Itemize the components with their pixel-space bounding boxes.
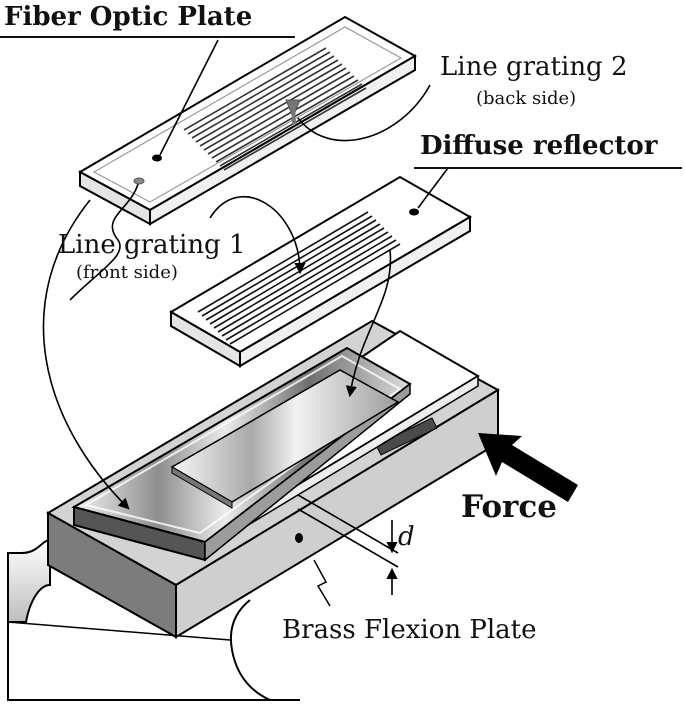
label-force: Force [461, 489, 557, 525]
reflector-grating-lines [197, 211, 401, 345]
label-fiber-optic-plate: Fiber Optic Plate [4, 2, 253, 32]
fiber-optic-plate [77, 15, 418, 226]
underline-diffuse-reflector [414, 167, 682, 169]
label-back-side: (back side) [476, 88, 577, 109]
label-diffuse-reflector: Diffuse reflector [420, 131, 658, 161]
assembled-plate [71, 346, 412, 562]
label-line-grating-1: Line grating 1 [58, 230, 246, 260]
label-brass-flexion-plate: Brass Flexion Plate [282, 615, 537, 645]
diffuse-reflector-plate [169, 175, 472, 368]
base-stage [7, 538, 300, 701]
label-front-side: (front side) [76, 262, 178, 283]
leader-lines [42, 39, 449, 595]
fiber-plate-grating-lines [183, 47, 367, 171]
label-line-grating-2: Line grating 2 [440, 52, 628, 82]
label-d: d [398, 522, 415, 552]
underline-fiber-optic-plate [0, 36, 295, 38]
force-arrow [478, 433, 578, 502]
